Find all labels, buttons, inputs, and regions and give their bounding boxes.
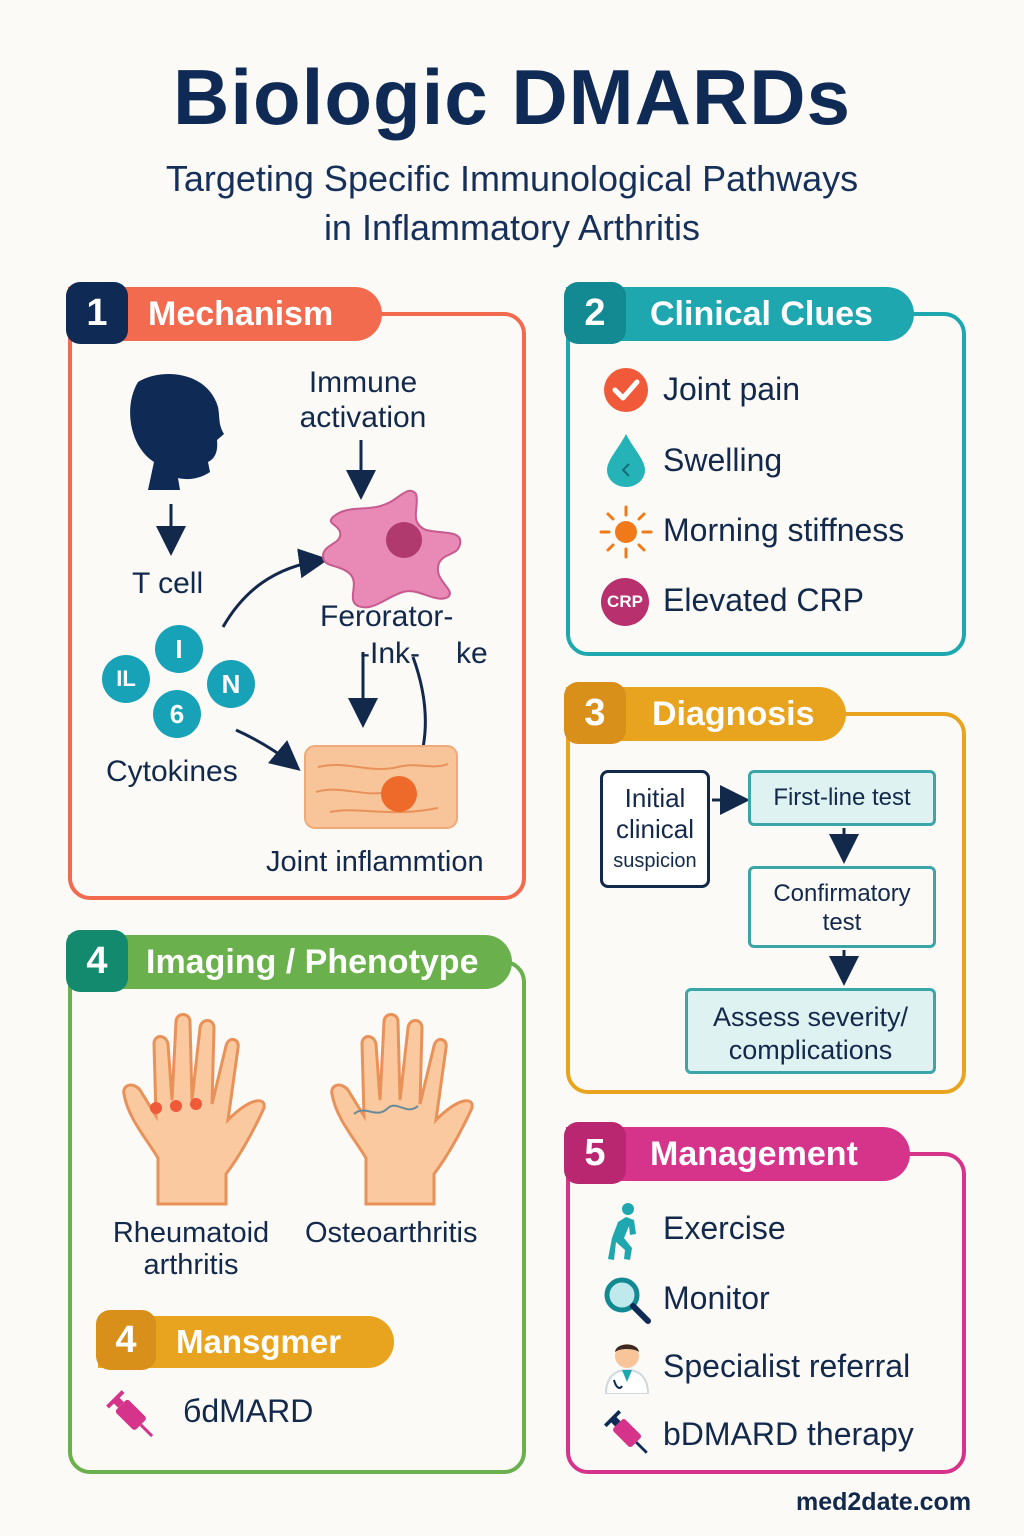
confirm-line-1: Confirmatory <box>773 880 911 907</box>
mechanism-number: 1 <box>66 282 128 344</box>
sub-bdmard-label: бdMARD <box>183 1393 314 1429</box>
joint-tissue-icon <box>304 745 458 829</box>
imaging-tab: Imaging / Phenotype <box>68 935 512 989</box>
initial-line-2: clinical <box>615 814 695 844</box>
clue-morning-stiffness: Morning stiffness <box>663 512 905 548</box>
immune-cell-icon <box>321 489 462 609</box>
immune-label-2: activation <box>299 401 427 434</box>
clues-title: Clinical Clues <box>650 295 873 333</box>
cytokines-label: Cytokines <box>106 755 238 788</box>
cytokine-il: IL <box>102 655 150 703</box>
footer-site: med2date.com <box>796 1488 972 1516</box>
sub-management-title: Mansgmer <box>176 1323 342 1360</box>
mechanism-diagram <box>130 374 462 829</box>
page-title: Biologic DMARDs <box>173 53 851 141</box>
feror-label-2: -Ink- <box>360 637 420 670</box>
clue-swelling: Swelling <box>663 442 783 478</box>
sub-management-number: 4 <box>96 1310 156 1370</box>
management-title: Management <box>650 1135 858 1173</box>
management-exercise: Exercise <box>663 1210 786 1246</box>
management-specialist-referral: Specialist referral <box>663 1348 911 1384</box>
t-cell-label: T cell <box>132 567 204 600</box>
diagnosis-arrows <box>712 785 859 986</box>
first-line-test-label: First-line test <box>773 784 911 811</box>
syringe-therapy-icon <box>603 1409 648 1454</box>
assess-severity-box: Assess severity/ complications <box>685 988 936 1074</box>
clues-number: 2 <box>564 282 626 344</box>
diagnosis-number: 3 <box>564 682 626 744</box>
sun-icon <box>599 505 653 559</box>
ra-hand-icon <box>122 1013 266 1206</box>
initial-line-3: suspicion <box>613 850 697 872</box>
management-monitor: Monitor <box>663 1280 770 1316</box>
oa-label: Osteoarthritis <box>305 1217 478 1249</box>
confirmatory-test-box: Confirmatory test <box>748 866 936 948</box>
imaging-number: 4 <box>66 930 128 992</box>
doctor-icon <box>604 1344 650 1394</box>
imaging-panel <box>68 960 526 1474</box>
clue-elevated-crp: Elevated CRP <box>663 582 864 618</box>
assess-line-2: complications <box>728 1035 893 1065</box>
mechanism-title: Mechanism <box>148 295 334 333</box>
ra-label-1: Rheumatoid <box>112 1217 270 1249</box>
crp-icon: CRP <box>601 578 649 626</box>
initial-suspicion-box: Initial clinical suspicion <box>600 770 710 888</box>
subtitle-line-2: in Inflammatory Arthritis <box>323 207 701 248</box>
syringe-icon <box>106 1390 154 1438</box>
droplet-icon <box>607 434 645 487</box>
management-bdmard-therapy: bDMARD therapy <box>663 1416 914 1452</box>
walking-person-icon <box>608 1203 636 1260</box>
check-icon <box>604 368 648 412</box>
feror-label-3: ke <box>456 637 488 670</box>
first-line-test-box: First-line test <box>748 770 936 826</box>
feror-label-1: Ferorator- <box>320 600 454 633</box>
confirm-line-2: test <box>822 909 862 936</box>
immune-label-1: Immune <box>308 366 418 399</box>
cytokine-6: 6 <box>153 690 201 738</box>
oa-hand-icon <box>330 1013 474 1206</box>
initial-line-1: Initial <box>624 783 686 813</box>
cytokine-n: N <box>207 660 255 708</box>
joint-inflammation-label: Joint inflammtion <box>266 846 484 878</box>
clue-joint-pain: Joint pain <box>663 371 800 407</box>
subtitle-line-1: Targeting Specific Immunological Pathway… <box>165 158 859 199</box>
assess-line-1: Assess severity/ <box>712 1002 909 1032</box>
imaging-title: Imaging / Phenotype <box>146 943 479 981</box>
cytokine-i: I <box>155 625 203 673</box>
ra-label-2: arthritis <box>143 1249 239 1281</box>
magnifier-icon <box>604 1277 651 1324</box>
management-number: 5 <box>564 1122 626 1184</box>
diagnosis-title: Diagnosis <box>652 695 815 733</box>
head-icon <box>130 374 224 490</box>
